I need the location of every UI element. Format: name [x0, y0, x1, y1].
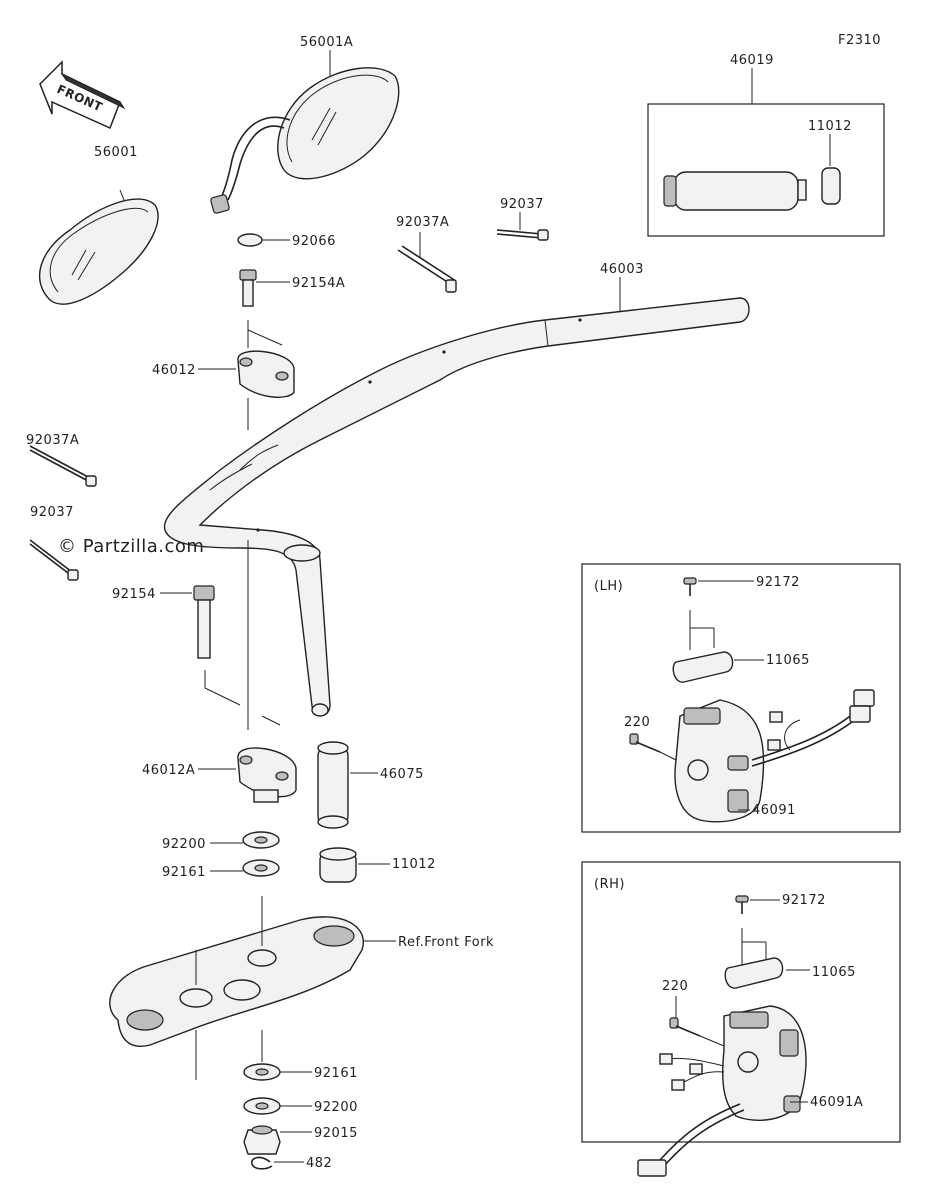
label-56001: 56001	[94, 145, 138, 160]
strap-92037-left	[29, 539, 79, 581]
lh-title: (LH)	[594, 579, 623, 594]
screw-92172-rh	[735, 895, 749, 914]
label-46012: 46012	[152, 363, 196, 378]
label-482: 482	[306, 1156, 332, 1171]
label-rh-11065: 11065	[812, 965, 856, 980]
label-92200-bot: 92200	[314, 1100, 358, 1115]
strap-92037A-top	[397, 245, 457, 293]
label-92066: 92066	[292, 234, 336, 249]
label-rh-92172: 92172	[782, 893, 826, 908]
label-ref-front-fork: Ref.Front Fork	[398, 935, 494, 950]
label-92200-top: 92200	[162, 837, 206, 852]
label-92161-bot: 92161	[314, 1066, 358, 1081]
label-92154: 92154	[112, 587, 156, 602]
throttle-grip-46019	[663, 167, 841, 211]
screw-220-lh	[629, 733, 661, 753]
inset-box-rh	[581, 861, 901, 1143]
label-11012-box: 11012	[808, 119, 852, 134]
switch-housing-46091	[674, 689, 875, 823]
watermark: © Partzilla.com	[58, 536, 204, 557]
label-lh-46091: 46091	[752, 803, 796, 818]
label-lh-220: 220	[624, 715, 650, 730]
clamp-46012A	[237, 747, 297, 803]
inset-box-lh	[581, 563, 901, 833]
grip-46075	[317, 741, 349, 829]
label-92015: 92015	[314, 1126, 358, 1141]
bolt-92154	[193, 585, 215, 659]
strap-92037A-left	[29, 445, 97, 487]
figure-code: F2310	[838, 33, 881, 48]
nut-92015	[243, 1125, 281, 1155]
mirror-right	[210, 67, 400, 214]
mirror-left	[39, 189, 159, 305]
label-92037A-top: 92037A	[396, 215, 449, 230]
label-92161-top: 92161	[162, 865, 206, 880]
strap-92037-top	[496, 229, 549, 241]
label-rh-220: 220	[662, 979, 688, 994]
inset-box-46019	[647, 103, 885, 237]
handlebar-46003	[163, 297, 750, 717]
front-arrow-icon: FRONT	[39, 60, 126, 130]
label-92037-left: 92037	[30, 505, 74, 520]
screw-220-rh	[669, 1017, 701, 1037]
washer-92066	[237, 233, 263, 247]
rh-title: (RH)	[594, 877, 625, 892]
label-92037-top: 92037	[500, 197, 544, 212]
clamp-46012	[237, 350, 295, 398]
bolt-92154A	[239, 269, 257, 307]
label-92037A-left: 92037A	[26, 433, 79, 448]
label-92154A: 92154A	[292, 276, 345, 291]
screw-92172-lh	[683, 577, 697, 596]
cover-11065-rh	[724, 957, 784, 989]
end-cap-11012	[319, 847, 357, 883]
label-46075: 46075	[380, 767, 424, 782]
clip-482	[250, 1156, 273, 1170]
label-46012A: 46012A	[142, 763, 195, 778]
upper-fork-bracket	[109, 916, 364, 1047]
label-46019: 46019	[730, 53, 774, 68]
cover-11065-lh	[672, 651, 734, 683]
label-rh-46091A: 46091A	[810, 1095, 863, 1110]
switch-housing-46091A	[637, 1005, 807, 1177]
label-lh-11065: 11065	[766, 653, 810, 668]
label-56001A: 56001A	[300, 35, 353, 50]
label-lh-92172: 92172	[756, 575, 800, 590]
label-11012: 11012	[392, 857, 436, 872]
label-46003: 46003	[600, 262, 644, 277]
